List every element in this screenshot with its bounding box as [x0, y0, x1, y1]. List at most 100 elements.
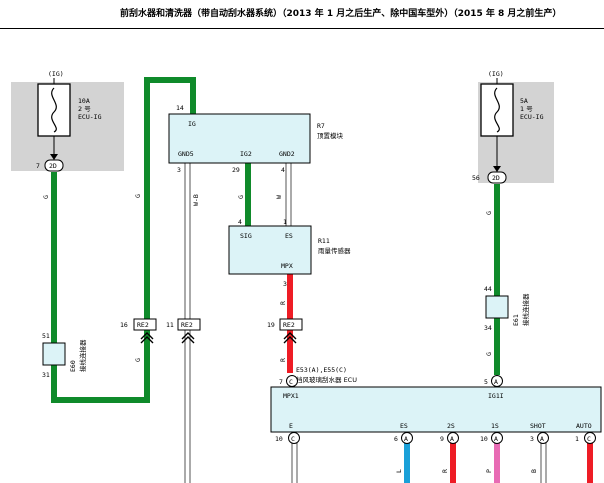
svg-text:A: A: [404, 435, 408, 443]
r11-pin-mpx-label: MPX: [281, 262, 293, 270]
wire-white-gnd2: [285, 163, 292, 226]
fuse-right-circuit: (IG): [488, 70, 504, 78]
ecu-pin-es: 6 A: [394, 432, 413, 444]
wire-label-b: B: [530, 469, 538, 473]
e60-name: 接线连接器: [78, 339, 87, 372]
fuse-left-icon: [51, 87, 57, 133]
svg-text:A: A: [540, 435, 544, 443]
ecu-label-2s: 2S: [447, 422, 455, 430]
wire-label-wb: W-B: [192, 194, 200, 206]
fuse-right-amp: 5A: [520, 97, 528, 105]
wire-label-g-right-lower: G: [485, 352, 493, 356]
wire-label-g-ig2: G: [237, 195, 245, 199]
connector-label: RE2: [283, 321, 295, 329]
ecu-pin-auto: 1 C: [575, 432, 596, 444]
connector-label: RE2: [137, 321, 149, 329]
wire-label-r-2s: R: [441, 469, 449, 473]
svg-text:C: C: [587, 435, 591, 443]
r11-pin-sig-label: SIG: [240, 232, 252, 240]
module-r7: [168, 113, 311, 164]
wire-label-l: L: [395, 469, 403, 473]
svg-text:10: 10: [275, 435, 283, 443]
svg-text:A: A: [494, 435, 498, 443]
wire-white-e: [291, 443, 298, 483]
svg-text:3: 3: [530, 435, 534, 443]
ecu-mpx1-conn: C: [289, 378, 293, 386]
r7-pin-ig-label: IG: [188, 120, 196, 128]
ecu-mpx1-label: MPX1: [283, 392, 299, 400]
ecu-pin-1s: 10 A: [480, 432, 503, 444]
ecu-ig1i-conn: A: [494, 378, 498, 386]
ecu-label-1s: 1S: [491, 422, 499, 430]
title-divider: [0, 28, 604, 29]
ecu-pin-e: 10 C: [275, 432, 300, 444]
r7-name: 顶置模块: [317, 131, 344, 140]
wire-label-g-loop: G: [134, 194, 142, 198]
r11-pin-es-label: ES: [285, 232, 293, 240]
r7-pin-gnd5-label: GND5: [178, 150, 194, 158]
wire-label-r-lower: R: [279, 358, 287, 362]
ecu-label-e: E: [289, 422, 293, 430]
connector-pin: 16: [120, 321, 128, 329]
ecu-pin-2s: 9 A: [440, 432, 459, 444]
svg-text:A: A: [450, 435, 454, 443]
junction-e60: [42, 342, 66, 366]
fuse-right: [480, 83, 514, 137]
fuse-right-conn: 2D: [492, 174, 500, 182]
fuse-left-name: ECU-IG: [78, 113, 102, 121]
fuse-right-pin: 56: [472, 174, 480, 182]
e61-pin-bottom: 34: [484, 324, 492, 332]
connector-label: RE2: [181, 321, 193, 329]
fuse-left-amp: 10A: [78, 97, 90, 105]
r11-pin-es-number: 1: [283, 218, 287, 226]
fuse-right-name: ECU-IG: [520, 113, 544, 121]
ecu-mpx1-pin: 7: [279, 378, 283, 386]
fuse-left: [37, 83, 71, 137]
svg-text:1: 1: [575, 435, 579, 443]
connector-re2-19: RE2 19: [267, 318, 303, 344]
connector-re2-11: RE2 11: [166, 318, 201, 344]
r11-name: 雨量传感器: [318, 246, 351, 255]
fuse-right-icon: [494, 87, 500, 133]
ecu-wiper: [270, 386, 602, 433]
r7-pin-gnd2-label: GND2: [279, 150, 295, 158]
wire-label-g-left: G: [42, 195, 50, 199]
r7-pin-ig2-label: IG2: [240, 150, 252, 158]
wire-label-g-right-upper: G: [485, 211, 493, 215]
wire-label-r-upper: R: [279, 301, 287, 305]
svg-text:C: C: [291, 435, 295, 443]
r11-id: R11: [318, 237, 330, 245]
fuse-right-number: 1 号: [520, 105, 533, 113]
fuse-left-connector: [44, 159, 64, 172]
svg-text:10: 10: [480, 435, 488, 443]
fuse-right-connector: [487, 171, 507, 184]
ecu-label-shot: SHOT: [530, 422, 546, 430]
e61-id: E61: [512, 314, 520, 326]
svg-text:6: 6: [394, 435, 398, 443]
wire-label-w: W: [275, 195, 283, 199]
ecu-name: 挡风玻璃刮水器 ECU: [296, 375, 357, 384]
e61-pin-top: 44: [484, 285, 492, 293]
connector-re2-16: RE2 16: [120, 318, 157, 344]
fuse-left-number: 2 号: [78, 105, 91, 113]
ecu-label-auto: AUTO: [576, 422, 592, 430]
r7-pin-gnd5-number: 3: [177, 166, 181, 174]
fuse-left-pin: 7: [36, 162, 40, 170]
r11-pin-mpx-number: 3: [283, 280, 287, 288]
r7-pin-ig2-number: 29: [232, 166, 240, 174]
e60-pin-bottom: 31: [42, 371, 50, 379]
module-r11: [228, 225, 312, 275]
connector-pin: 11: [166, 321, 174, 329]
ecu-label-es: ES: [400, 422, 408, 430]
wire-white-shot: [540, 443, 547, 483]
ecu-ig1i-label: IG1I: [488, 392, 504, 400]
junction-e61: [485, 295, 509, 319]
svg-text:9: 9: [440, 435, 444, 443]
connector-pin: 19: [267, 321, 275, 329]
wire-label-g-re2: G: [134, 358, 142, 362]
ecu-ids: E53(A),E55(C): [296, 366, 347, 374]
e61-name: 接线连接器: [521, 293, 530, 326]
fuse-left-conn: 2D: [49, 162, 57, 170]
r7-id: R7: [317, 122, 325, 130]
